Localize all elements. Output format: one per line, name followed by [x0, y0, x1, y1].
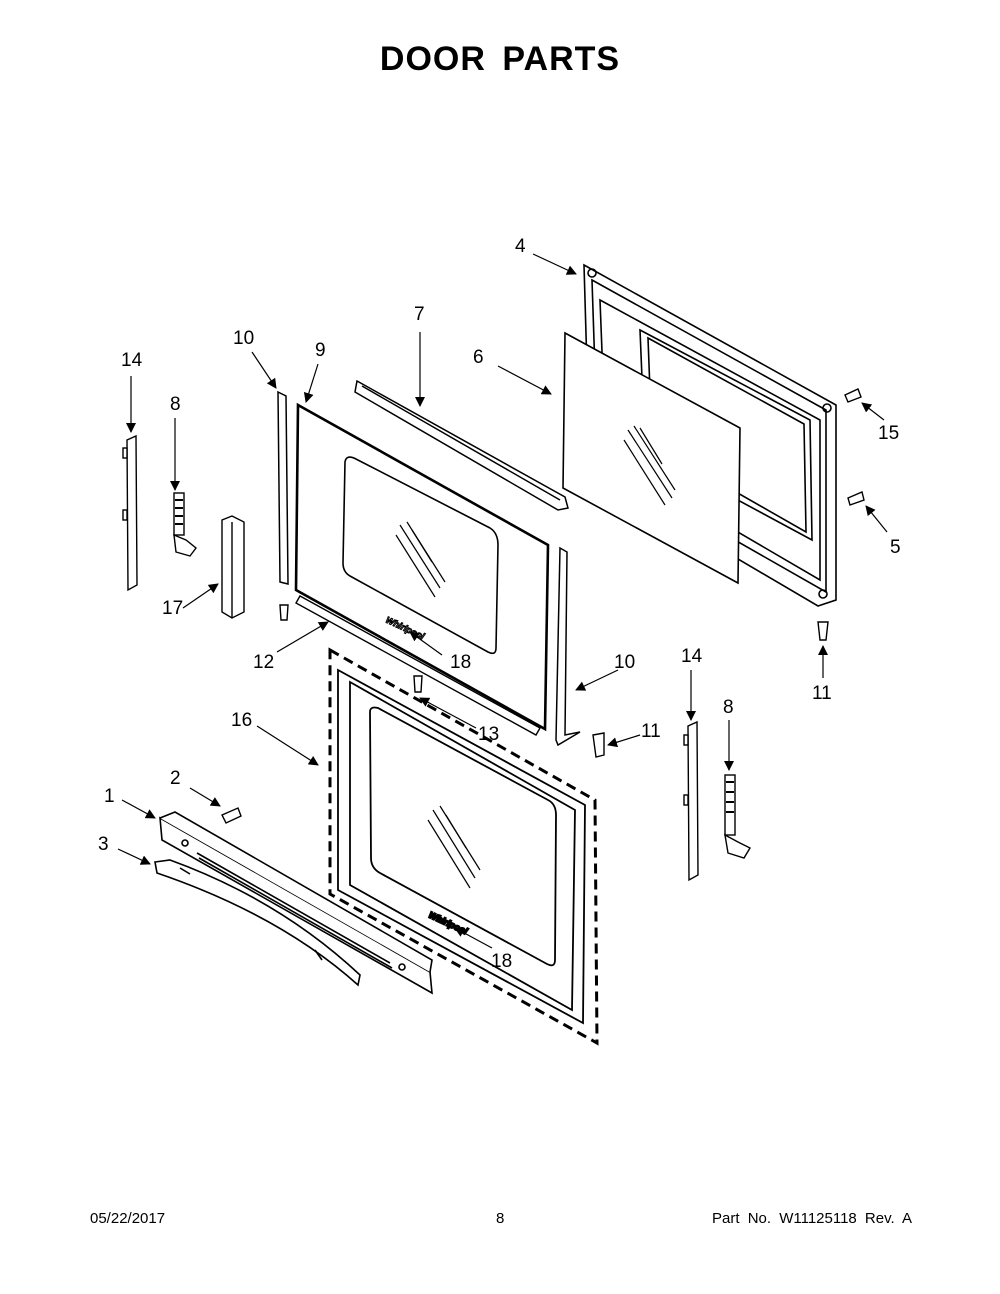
callout-label: 11 — [641, 721, 661, 742]
callout-label: 2 — [170, 768, 181, 789]
hinge-bracket-right — [683, 720, 699, 882]
footer-date: 05/22/2017 — [90, 1210, 166, 1227]
hinge-receiver — [221, 515, 245, 619]
bottom-vent-strip — [295, 595, 541, 736]
callout-label: 3 — [98, 834, 109, 855]
page-title: DOOR PARTS — [379, 40, 621, 78]
callout-label: 8 — [170, 394, 181, 415]
door-handle — [154, 859, 361, 987]
leader-arrows — [117, 253, 888, 949]
hinge-right — [724, 774, 751, 859]
door-glass-panel — [562, 331, 741, 585]
callout-label: 11 — [812, 683, 832, 704]
callout-label: 5 — [890, 537, 901, 558]
callout-label: 16 — [231, 710, 252, 731]
callout-label: 13 — [478, 724, 499, 745]
door-gasket-right — [555, 546, 581, 747]
callout-label: 9 — [315, 340, 326, 361]
door-assembly-outline — [328, 647, 599, 1046]
callout-label: 18 — [450, 652, 471, 673]
callout-label: 14 — [681, 646, 703, 667]
callout-labels: 1 2 3 4 5 6 7 8 8 9 10 10 11 11 12 13 14… — [98, 236, 901, 972]
callout-label: 18 — [491, 951, 512, 972]
callout-label: 17 — [162, 598, 183, 619]
hinge-left — [173, 492, 197, 557]
callout-label: 8 — [723, 697, 734, 718]
callout-label: 12 — [253, 652, 274, 673]
door-top-trim — [354, 379, 569, 511]
callout-label: 4 — [515, 236, 526, 257]
door-trim-bar — [159, 811, 433, 995]
callout-label: 14 — [121, 350, 143, 371]
callout-label: 1 — [104, 786, 115, 807]
footer-part-number: Part No. W11125118 Rev. A — [712, 1210, 912, 1227]
callout-label: 10 — [614, 652, 635, 673]
outer-door-frame: Whirlpool — [337, 668, 586, 1025]
callout-label: 7 — [414, 304, 425, 325]
inner-door-frame: Whirlpool — [294, 402, 550, 732]
hinge-bracket-left — [122, 434, 138, 592]
callout-label: 15 — [878, 423, 899, 444]
callout-label: 6 — [473, 347, 484, 368]
door-gasket-left — [277, 390, 289, 585]
screws — [221, 388, 865, 824]
footer-page-number: 8 — [496, 1210, 505, 1227]
callout-label: 10 — [233, 328, 254, 349]
